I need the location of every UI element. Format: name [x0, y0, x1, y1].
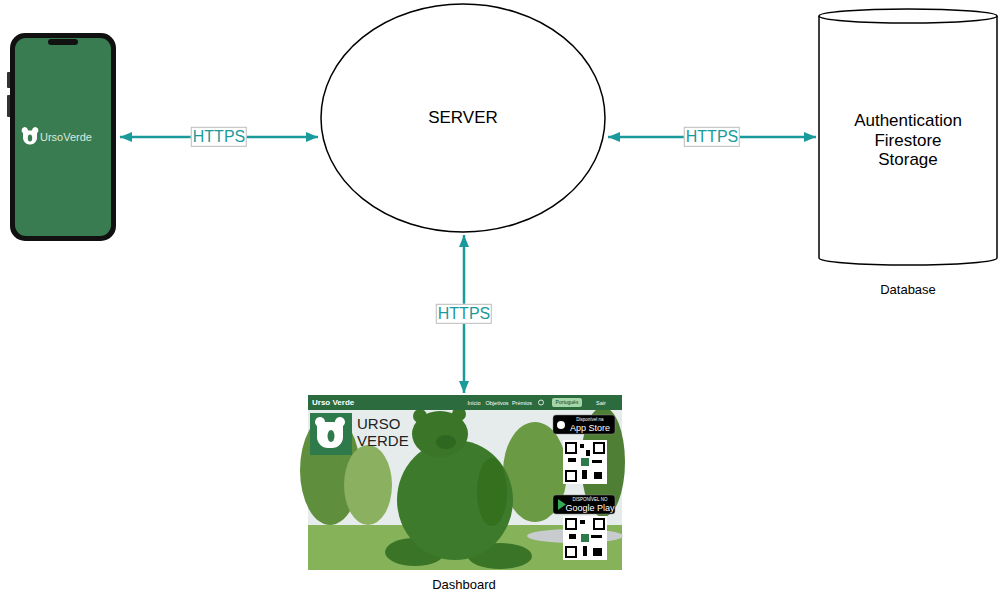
database-services: Authentication Firestore Storage — [843, 111, 973, 170]
logout-button: Sair — [596, 399, 606, 405]
qr-module — [592, 460, 602, 463]
qr-module — [583, 546, 587, 556]
badge-store: Google Play — [565, 503, 614, 513]
logo-box — [310, 413, 352, 455]
qr-module — [593, 548, 602, 556]
theme-icon — [539, 400, 544, 405]
bear-body — [397, 440, 513, 560]
database-top — [819, 9, 997, 23]
badge-caption: Disponível na — [576, 417, 603, 422]
dashboard-caption: Dashboard — [432, 578, 496, 593]
qr-module — [580, 520, 585, 524]
dashboard-screenshot: Urso Verde Início ObjetivosPrémios Portuguê… — [308, 395, 622, 590]
qr-finder — [594, 519, 604, 529]
app-logo-leaf — [28, 134, 32, 141]
bear-arm — [477, 458, 507, 526]
qr-module — [569, 534, 576, 539]
top-bar — [308, 395, 622, 410]
qr-module — [582, 470, 587, 479]
qr-logo — [581, 458, 589, 466]
logo-bear — [315, 417, 345, 448]
qr-module — [580, 444, 584, 448]
qr-finder — [566, 471, 576, 481]
tree — [344, 445, 392, 525]
mobile-app: UrsoVerde — [8, 32, 118, 242]
language-button — [552, 398, 582, 407]
qr-finder — [566, 547, 576, 557]
language-button: Português — [556, 400, 579, 406]
qr-module — [586, 450, 590, 456]
qr-finder — [594, 443, 604, 453]
qr-code — [563, 440, 607, 484]
qr-finder — [566, 519, 576, 529]
protocol-label: HTTPS — [436, 304, 492, 324]
database-body — [819, 16, 997, 265]
brand-name: URSO VERDE — [357, 415, 417, 450]
protocol-label: HTTPS — [684, 127, 740, 147]
badge-store: App Store — [570, 423, 610, 433]
menu-item: Objetivos — [486, 399, 509, 405]
phone-screen — [15, 38, 111, 236]
database-caption: Database — [880, 283, 936, 298]
app-name: UrsoVerde — [40, 131, 92, 144]
menu-item: Prémios — [512, 399, 532, 405]
qr-logo — [581, 534, 589, 542]
play-icon — [558, 499, 566, 510]
app-store-badge — [553, 415, 615, 434]
bear-snout — [436, 435, 456, 449]
bear-head — [412, 411, 468, 457]
qr-module — [568, 458, 576, 462]
phone-body — [10, 33, 116, 241]
qr-module — [594, 472, 602, 479]
screenshot-sky — [308, 395, 622, 570]
google-play-badge — [553, 495, 615, 514]
badge-caption: DISPONÍVEL NO — [573, 497, 608, 502]
database-cylinder: Authentication Firestore StorageDatabase — [818, 8, 998, 300]
menu-item: Início — [467, 399, 480, 405]
app-logo — [22, 127, 39, 144]
qr-code — [563, 516, 607, 560]
site-title: Urso Verde — [312, 398, 354, 407]
qr-module — [591, 535, 602, 538]
server-label: SERVER — [428, 108, 498, 128]
qr-finder — [566, 443, 576, 453]
phone-notch — [48, 39, 78, 45]
logo-leaf — [328, 430, 335, 442]
protocol-label: HTTPS — [191, 127, 247, 147]
server-ellipse — [321, 4, 605, 232]
server-ellipse: SERVER — [320, 3, 606, 233]
apple-icon — [557, 421, 565, 429]
